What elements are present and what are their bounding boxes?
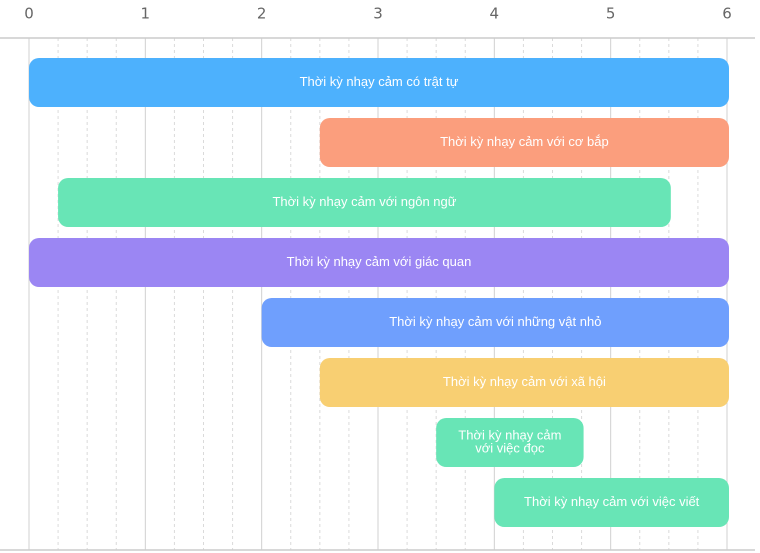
bar-label: Thời kỳ nhạy cảm với giác quan [287,254,472,269]
x-tick-label: 4 [490,5,500,23]
x-tick-label: 2 [257,5,267,23]
range-bar [319,118,729,167]
range-bar [436,418,584,467]
bar-label: Thời kỳ nhạy cảm có trật tự [300,74,459,89]
range-bar [319,358,729,407]
x-tick-label: 5 [606,5,616,23]
range-bar [494,478,729,527]
bar-label: Thời kỳ nhạy cảm với ngôn ngữ [272,194,456,209]
range-bar [58,178,671,227]
bar-label: Thời kỳ nhạy cảm với cơ bắp [440,134,609,149]
x-tick-label: 1 [141,5,151,23]
bar-label: Thời kỳ nhạy cảm [458,427,561,442]
bar-label: Thời kỳ nhạy cảm với xã hội [443,374,606,389]
x-tick-label: 3 [373,5,383,23]
bar-label: Thời kỳ nhạy cảm với những vật nhỏ [389,314,601,329]
x-tick-label: 0 [24,5,34,23]
range-bar [29,58,729,107]
bar-label: với việc đọc [475,440,545,455]
range-bar [29,238,729,287]
bar-label: Thời kỳ nhạy cảm với việc viết [524,494,700,509]
x-tick-label: 6 [722,5,732,23]
range-bar [261,298,729,347]
